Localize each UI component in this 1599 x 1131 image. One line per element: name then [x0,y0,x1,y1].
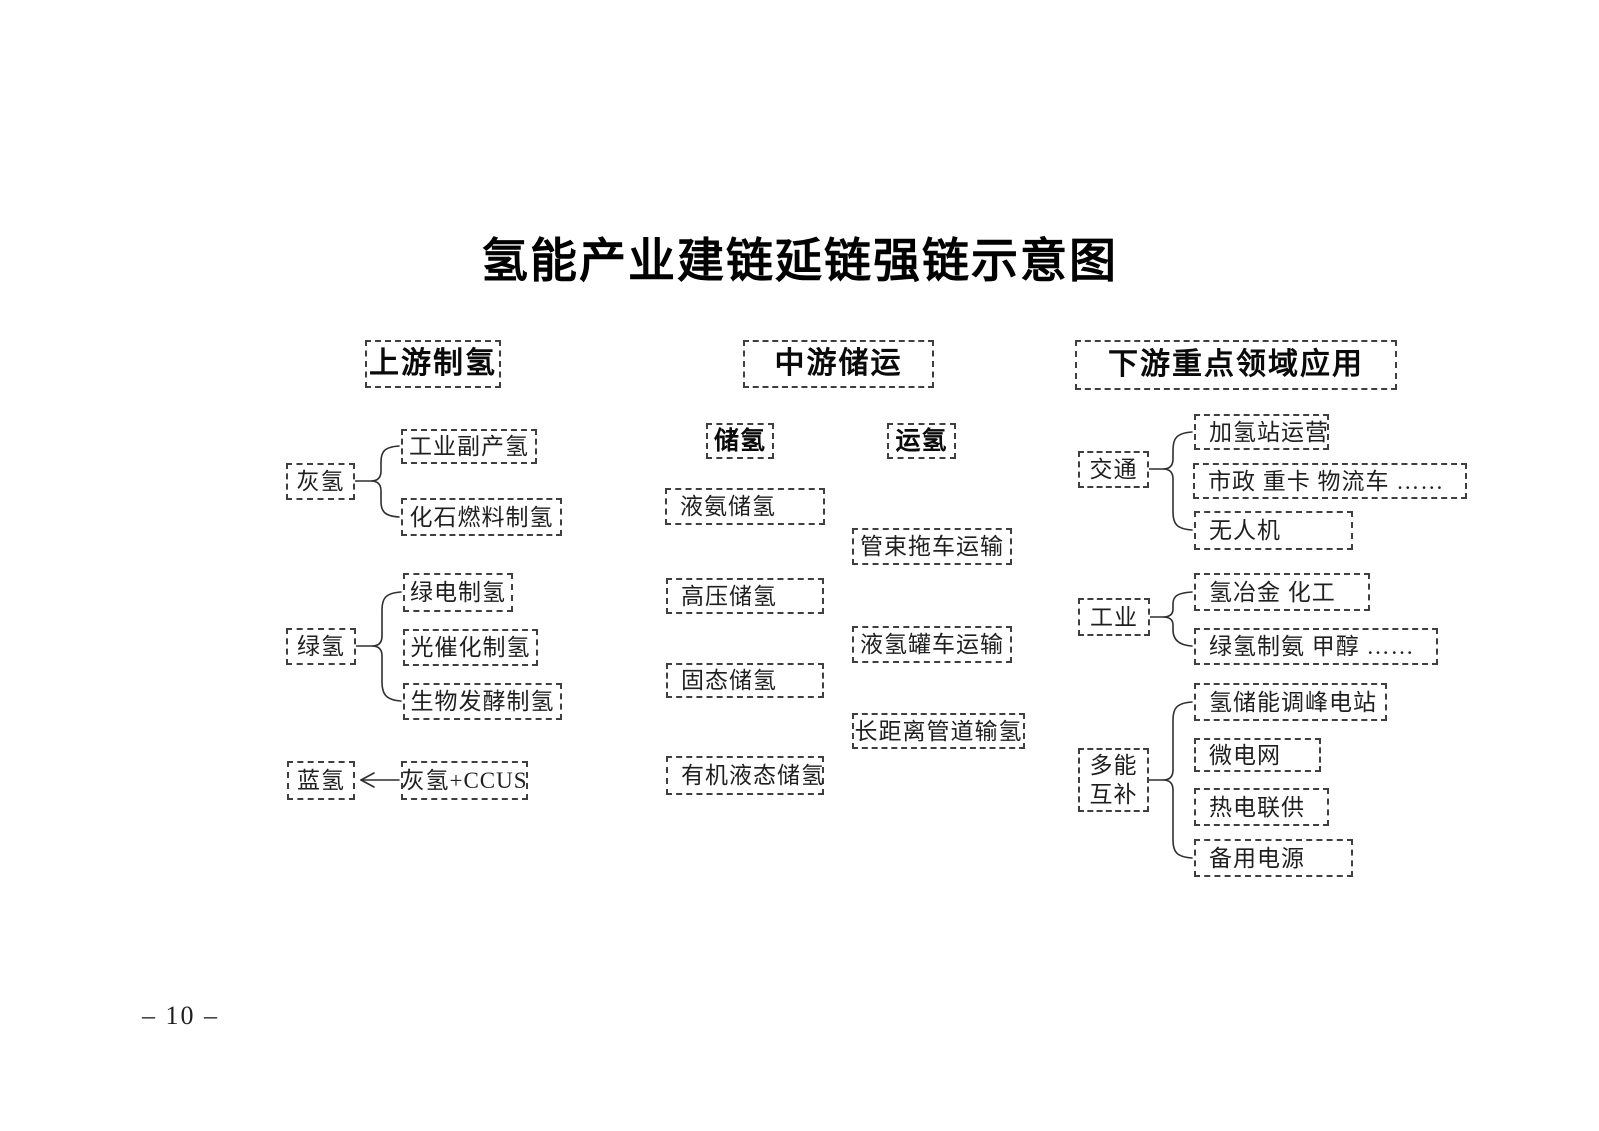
diagram-title: 氢能产业建链延链强链示意图 [481,236,1118,288]
multi-energy-bracket [1148,701,1193,859]
node-blue-hydrogen: 蓝氢 [287,761,355,800]
header-midstream: 中游储运 [743,340,934,388]
left-arrow-icon [360,772,400,788]
node-liquid-hydrogen-tanker: 液氢罐车运输 [852,626,1012,663]
node-bio-fermentation-hydrogen: 生物发酵制氢 [403,683,562,720]
node-green-power-hydrogen: 绿电制氢 [403,573,513,612]
node-microgrid: 微电网 [1194,738,1321,772]
node-grey-hydrogen-ccus: 灰氢+CCUS [401,761,528,800]
node-municipal-truck-logistics: 市政 重卡 物流车 …… [1193,463,1467,499]
node-drone: 无人机 [1194,511,1353,550]
node-grey-hydrogen: 灰氢 [286,463,355,500]
traffic-bracket [1148,431,1193,531]
subheader-hydrogen-transport: 运氢 [887,423,956,459]
node-refueling-station-operation: 加氢站运营 [1194,414,1329,450]
page-number: – 10 – [142,1001,219,1030]
node-fossil-fuel-hydrogen: 化石燃料制氢 [401,498,562,536]
node-liquid-ammonia-storage: 液氨储氢 [665,488,825,525]
node-hydrogen-metallurgy-chemical: 氢冶金 化工 [1194,573,1370,611]
header-upstream: 上游制氢 [365,340,501,388]
node-organic-liquid-storage: 有机液态储氢 [666,756,824,795]
grey-hydrogen-bracket [354,445,400,518]
node-high-pressure-storage: 高压储氢 [666,578,824,614]
node-photocatalytic-hydrogen: 光催化制氢 [403,629,538,666]
node-long-distance-pipeline: 长距离管道输氢 [852,713,1025,749]
node-hydrogen-storage-peak-station: 氢储能调峰电站 [1194,683,1387,721]
node-multi-energy-complementary: 多能互补 [1078,748,1149,812]
header-downstream: 下游重点领域应用 [1075,340,1397,390]
subheader-hydrogen-storage: 储氢 [706,423,774,459]
green-hydrogen-bracket [355,591,402,702]
node-industry: 工业 [1078,598,1150,636]
node-traffic: 交通 [1078,451,1149,488]
node-industrial-byproduct-hydrogen: 工业副产氢 [401,429,537,464]
node-green-hydrogen: 绿氢 [286,628,356,665]
node-combined-heat-power: 热电联供 [1194,788,1329,826]
node-green-hydrogen-ammonia-methanol: 绿氢制氨 甲醇 …… [1194,628,1438,665]
node-tube-trailer-transport: 管束拖车运输 [852,528,1012,565]
node-backup-power: 备用电源 [1194,839,1353,877]
node-solid-state-storage: 固态储氢 [666,663,824,698]
industry-bracket [1149,591,1193,647]
